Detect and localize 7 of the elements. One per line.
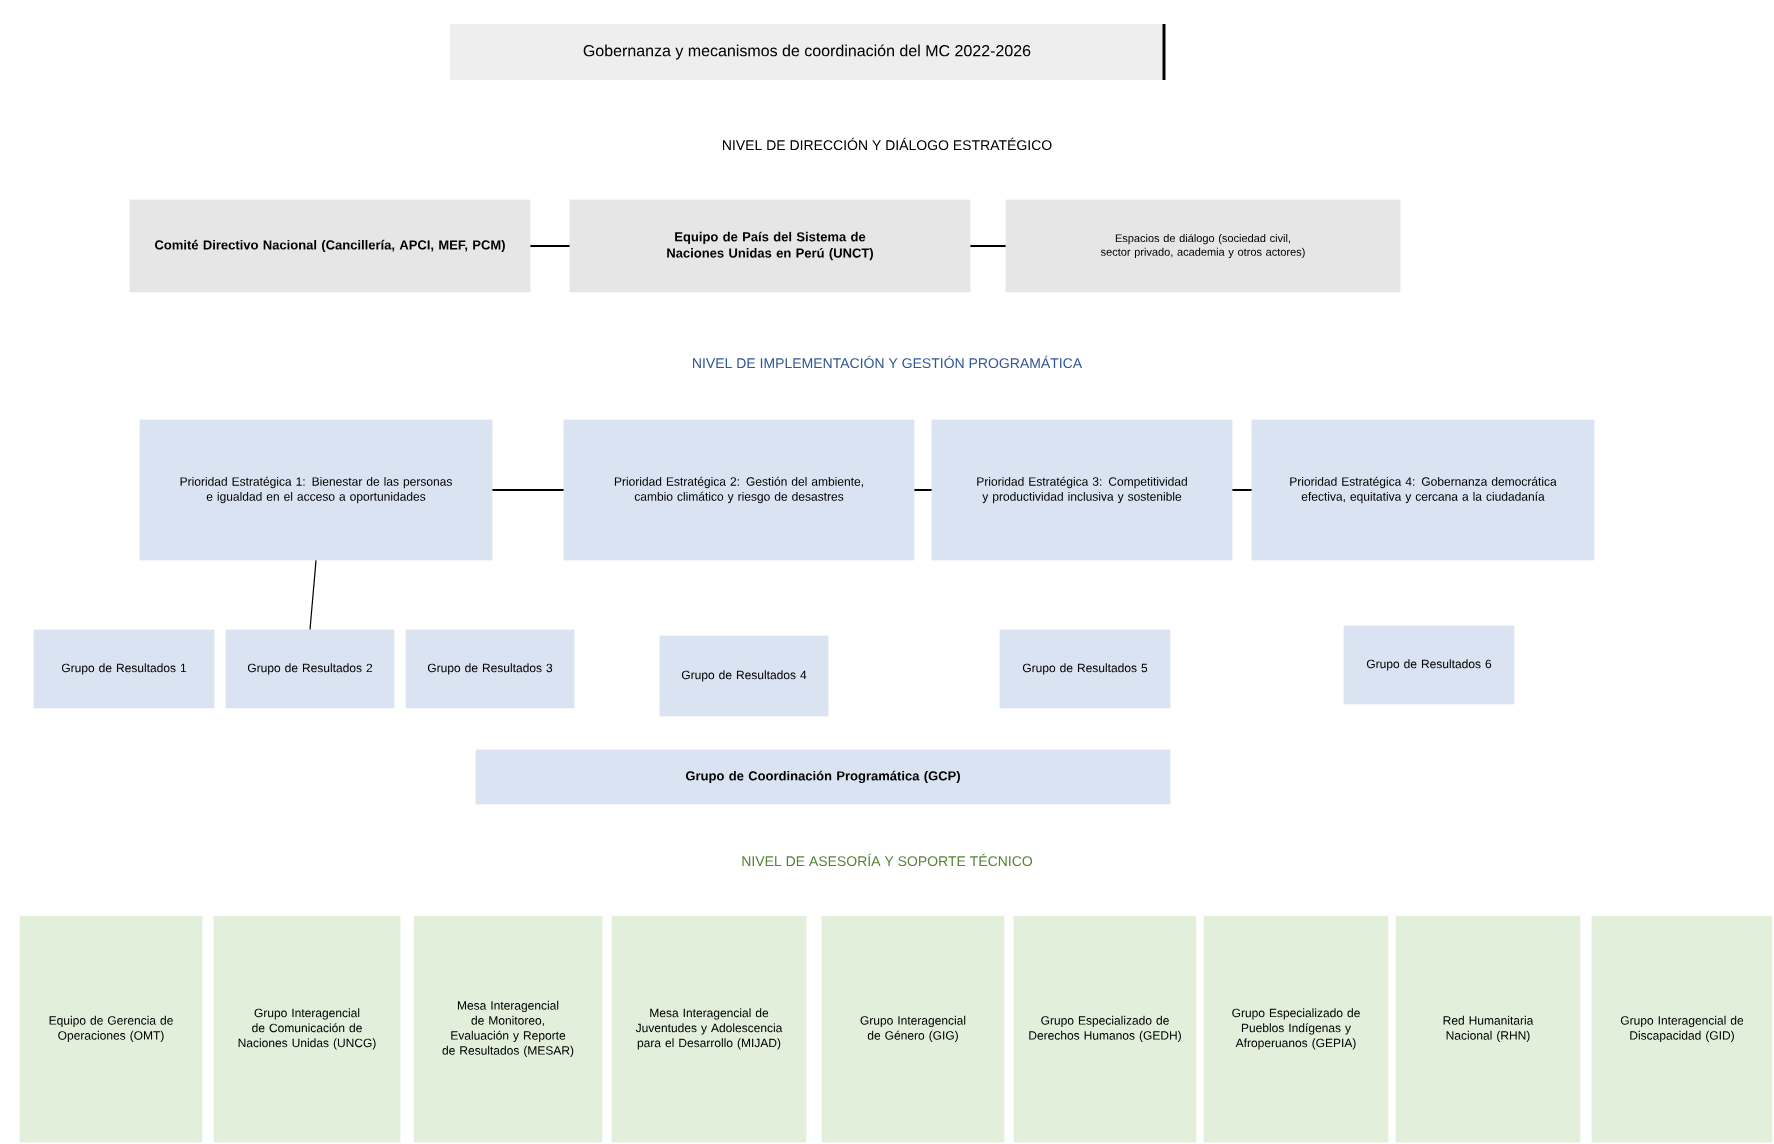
connector-line xyxy=(913,489,933,491)
title-box: Gobernanza y mecanismos de coordinación del MC 2022-2026 xyxy=(450,24,1164,80)
connector-line xyxy=(491,489,565,491)
connector-line xyxy=(529,245,571,247)
connector-line xyxy=(1231,489,1253,491)
connector-line xyxy=(309,559,317,631)
connector-line xyxy=(969,245,1007,247)
